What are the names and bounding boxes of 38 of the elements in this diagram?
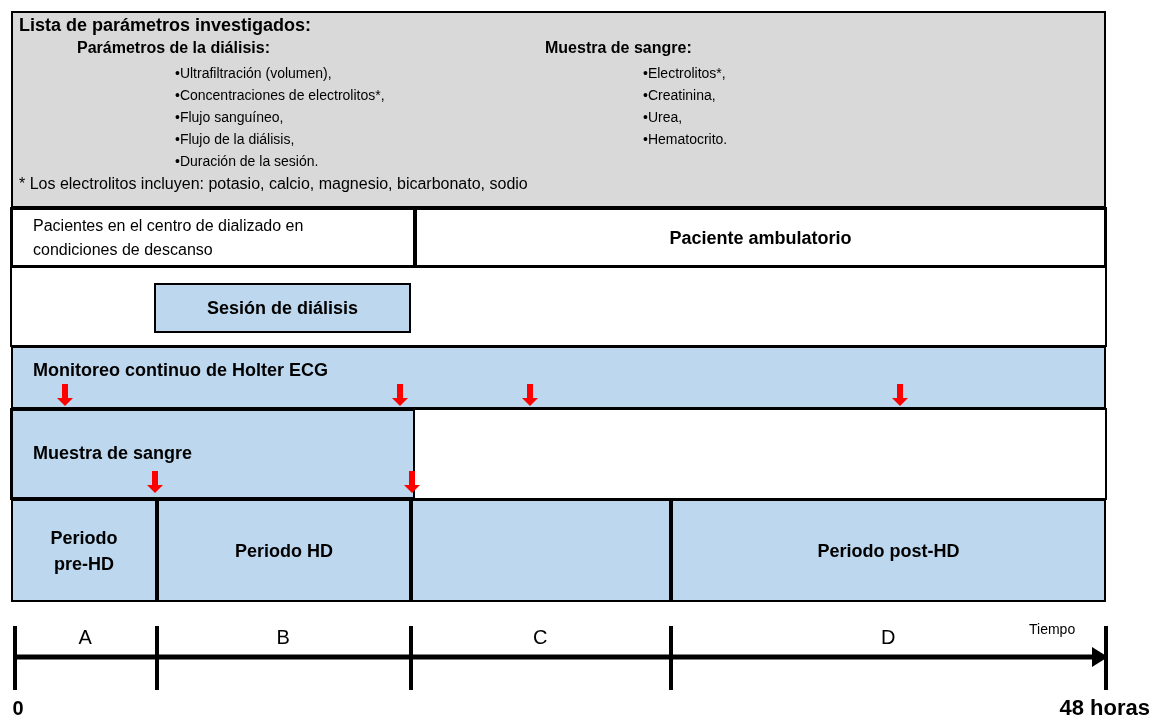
segment-letter: D (881, 625, 896, 649)
list-item: •Flujo sanguíneo, (175, 109, 284, 125)
list-item: •Electrolitos*, (643, 65, 726, 81)
list-item: •Hematocrito. (643, 131, 728, 147)
list-item: •Concentraciones de electrolitos*, (175, 87, 385, 103)
session-label: Sesión de diálisis (205, 297, 360, 320)
phase-cell (415, 208, 1106, 267)
phase-label: Pacientes en el centro de dializado en condiciones de descanso (33, 216, 305, 260)
list-item: •Ultrafiltración (volumen), (175, 65, 332, 81)
phase-label: Paciente ambulatorio (668, 226, 853, 250)
footnote: * Los electrolitos incluyen: potasio, calcio, magnesio, bicarbonato, sodio (19, 175, 528, 193)
list-item: •Creatinina, (643, 87, 716, 103)
period-label: Periodo post-HD (816, 539, 961, 563)
period-cell (411, 499, 671, 602)
band-label: Muestra de sangre (33, 443, 193, 464)
list-item: •Urea, (643, 109, 683, 125)
segment-letter: A (78, 625, 92, 649)
segment-letter: C (533, 625, 548, 649)
segment-letter: B (276, 625, 290, 649)
axis-value: 48 horas (1059, 695, 1150, 719)
period-cell (671, 499, 1106, 602)
panel-title: Lista de parámetros investigados: (19, 15, 312, 36)
section-heading: Parámetros de la diálisis: (77, 39, 270, 57)
axis-title: Tiempo (1029, 621, 1076, 637)
band-label: Monitoreo continuo de Holter ECG (33, 360, 328, 381)
monitoring-band (11, 346, 1106, 409)
panel (11, 11, 1106, 208)
period-cell (157, 499, 411, 602)
list-item: •Duración de la sesión. (175, 153, 319, 169)
axis-value: 0 (12, 696, 24, 719)
period-cell (11, 499, 157, 602)
sampling-band (11, 409, 415, 499)
section-heading: Muestra de sangre: (545, 39, 692, 57)
list-item: •Flujo de la diálisis, (175, 131, 295, 147)
period-label: Periodo pre-HD (49, 526, 119, 576)
period-label: Periodo HD (234, 539, 334, 563)
session-box (154, 283, 411, 333)
phase-cell (11, 208, 415, 267)
